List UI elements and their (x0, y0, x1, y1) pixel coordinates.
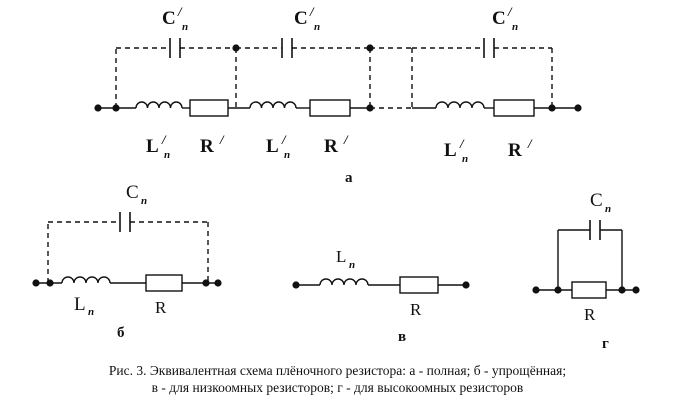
inductor-b (61, 276, 111, 284)
label-inductor-a3: L (444, 140, 457, 161)
circuit-a (94, 38, 582, 117)
resistor-a3 (493, 99, 535, 117)
label-capacitor-g-sub: n (605, 203, 611, 215)
label-capacitor-a1: C (162, 8, 176, 29)
tag-a: а (345, 170, 353, 186)
label-inductor-a1-sub: n (164, 149, 170, 161)
label-inductor-a2-sub: n (284, 149, 290, 161)
label-inductor-a2-prime: / (281, 132, 287, 147)
label-resistor-a1: R (200, 136, 214, 157)
label-inductor-a1: L (146, 136, 159, 157)
circuit-b (32, 212, 222, 292)
inductor-a2 (249, 101, 297, 109)
circuit-v (292, 276, 470, 294)
label-resistor-g: R (584, 305, 596, 324)
label-inductor-a3-sub: n (462, 153, 468, 165)
label-resistor-a2: R (324, 136, 338, 157)
label-capacitor-g: C (590, 190, 603, 211)
tag-v: в (398, 329, 406, 345)
label-resistor-a3-prime: / (527, 136, 533, 151)
resistor-a2 (309, 99, 351, 117)
label-capacitor-b: C (126, 182, 139, 203)
label-inductor-v: L (336, 247, 346, 266)
label-capacitor-a1-prime: / (177, 4, 183, 19)
label-capacitor-a1-sub: n (182, 21, 188, 33)
label-inductor-b-sub: n (88, 306, 94, 318)
inductor-a3 (435, 101, 485, 109)
label-inductor-a1-prime: / (161, 132, 167, 147)
resistor-v (399, 276, 439, 294)
caption-line-1: Рис. 3. Эквивалентная схема плёночного р… (108, 363, 567, 378)
circuit-g (532, 220, 640, 299)
label-capacitor-a2-sub: n (314, 21, 320, 33)
label-resistor-v: R (410, 300, 422, 319)
label-inductor-a3-prime: / (459, 136, 465, 151)
inductor-a1 (135, 101, 183, 109)
label-capacitor-a3-prime: / (507, 4, 513, 19)
label-capacitor-b-sub: n (141, 195, 147, 207)
labels-g: C n R г (584, 190, 611, 352)
tag-b: б (117, 325, 125, 341)
label-inductor-a2: L (266, 136, 279, 157)
labels-a: C / n C / n C / n L / n R / L / n R / L … (146, 4, 533, 186)
label-resistor-b: R (155, 298, 167, 317)
labels-v: L n R в (336, 247, 422, 345)
label-capacitor-a2-prime: / (309, 4, 315, 19)
caption-line-2: в - для низкоомных резисторов; г - для в… (151, 380, 524, 395)
label-capacitor-a3-sub: n (512, 21, 518, 33)
resistor-b (145, 274, 183, 292)
label-resistor-a2-prime: / (343, 132, 349, 147)
label-resistor-a3: R (508, 140, 522, 161)
label-capacitor-a3: C (492, 8, 506, 29)
tag-g: г (602, 336, 609, 352)
resistor-g (571, 281, 607, 299)
label-capacitor-a2: C (294, 8, 308, 29)
label-inductor-b: L (74, 294, 86, 315)
resistor-a1 (189, 99, 229, 117)
label-resistor-a1-prime: / (219, 132, 225, 147)
figure-caption: Рис. 3. Эквивалентная схема плёночного р… (0, 362, 675, 396)
labels-b: C n L n R б (74, 182, 167, 341)
label-inductor-v-sub: n (349, 259, 355, 271)
inductor-v (319, 278, 369, 286)
